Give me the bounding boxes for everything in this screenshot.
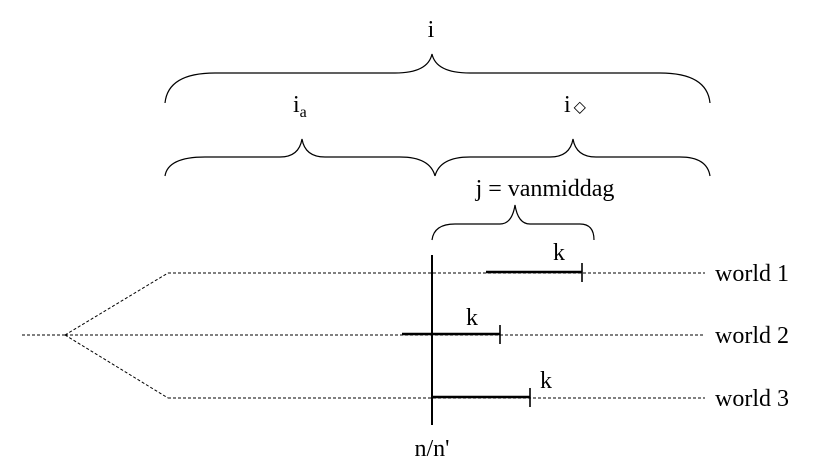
k-label-world-2: k — [466, 305, 478, 331]
brace-i-a — [164, 138, 436, 177]
brace-j — [431, 204, 595, 241]
label-world-2: world 2 — [715, 323, 789, 349]
label-now: n/n' — [415, 436, 450, 462]
label-i-diamond: i◇ — [564, 92, 587, 118]
label-j-vanmiddag: j = vanmiddag — [475, 176, 615, 202]
branch-world-3 — [64, 334, 169, 399]
brace-i-diamond — [434, 138, 711, 177]
brace-i — [164, 53, 711, 104]
label-world-1: world 1 — [715, 261, 789, 287]
k-label-world-3: k — [540, 368, 552, 394]
label-world-3: world 3 — [715, 386, 789, 412]
label-i: i — [428, 17, 435, 43]
label-i-a: ia — [293, 92, 307, 121]
branch-world-1 — [64, 272, 169, 336]
k-label-world-1: k — [553, 240, 565, 266]
